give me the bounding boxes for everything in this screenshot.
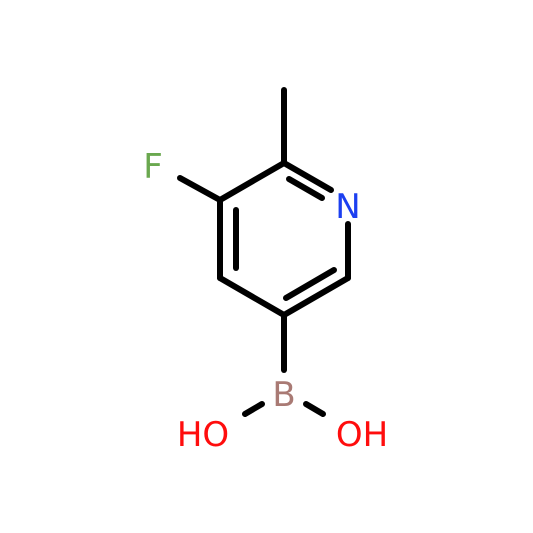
bond-c5-c4 — [217, 275, 287, 318]
atom-hydroxyl-left: HO — [177, 415, 229, 455]
atom-boron: B — [272, 375, 295, 415]
bond-c6-c5 — [281, 275, 351, 318]
atom-labels: F N B HO OH — [143, 147, 388, 455]
bond-group — [177, 87, 351, 417]
atom-fluorine: F — [143, 147, 163, 187]
bond-c2-n-inner — [286, 176, 325, 201]
bond-b-o-right — [303, 401, 326, 417]
atom-nitrogen: N — [335, 187, 360, 227]
bond-c6-c5-inner — [283, 267, 337, 301]
bond-c3-f — [177, 175, 223, 203]
bond-b-o-left — [242, 401, 265, 417]
atom-hydroxyl-right: OH — [336, 415, 388, 455]
bond-c3-c2 — [217, 160, 287, 203]
bond-c2-n — [281, 160, 334, 193]
